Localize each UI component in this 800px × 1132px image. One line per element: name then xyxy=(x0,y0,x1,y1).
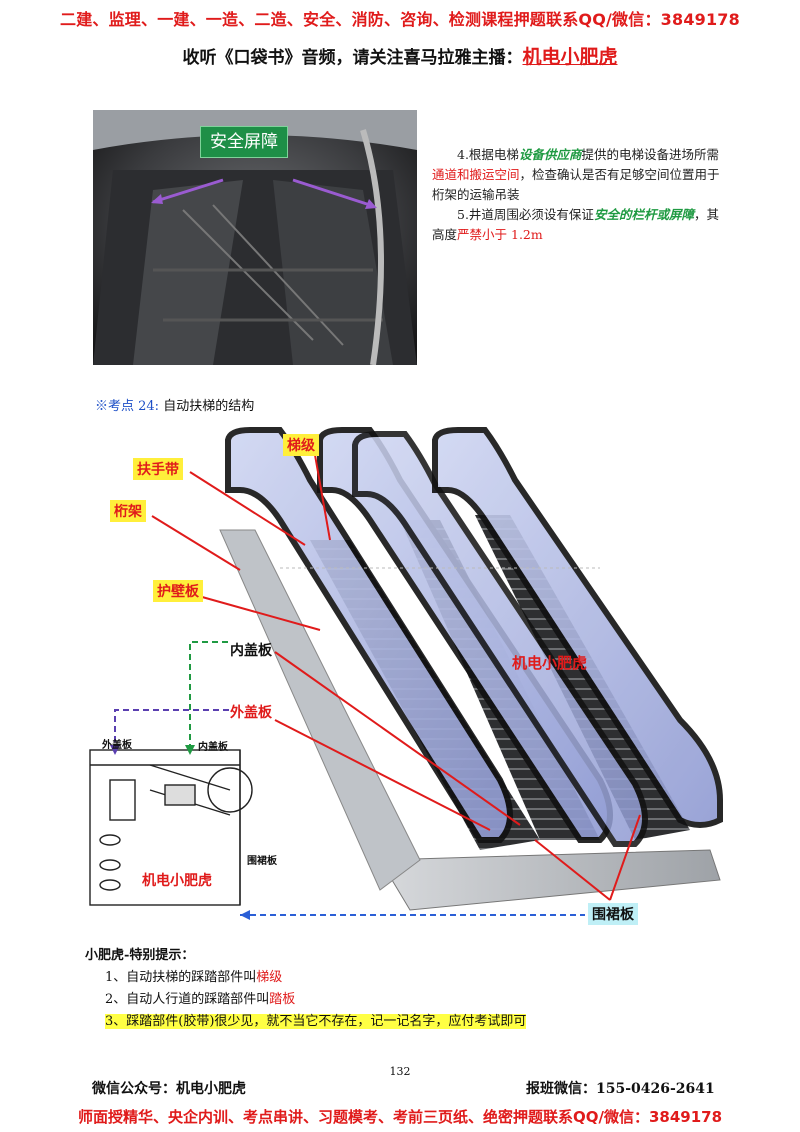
wechat-account: 微信公众号：机电小肥虎 xyxy=(92,1081,246,1097)
small-skirt: 围裙板 xyxy=(247,856,277,867)
small-inner-deck: 内盖板 xyxy=(198,742,228,753)
label-outer-deck: 外盖板 xyxy=(230,705,272,721)
page-number: 132 xyxy=(389,1065,411,1078)
special-tips: 小肥虎-特别提示： 1、自动扶梯的踩踏部件叫梯级 2、自动人行道的踩踏部件叫踏板… xyxy=(85,945,527,1033)
label-balustrade: 护壁板 xyxy=(153,580,203,602)
label-inner-deck: 内盖板 xyxy=(230,643,272,659)
note-item-4: 4.根据电梯设备供应商提供的电梯设备进场所需通道和搬运空间，检查确认是否有足够空… xyxy=(432,145,722,205)
note-item-5: 5.井道周围必须设有保证安全的栏杆或屏障，其高度严禁小于 1.2m xyxy=(432,205,722,245)
tips-title: 小肥虎-特别提示： xyxy=(85,948,195,963)
escalator-diagram: 扶手带 梯级 桁架 护壁板 内盖板 外盖板 围裙板 机电小肥虎 外盖板 内盖板 … xyxy=(80,420,740,940)
label-handrail: 扶手带 xyxy=(133,458,183,480)
install-notes: 4.根据电梯设备供应商提供的电梯设备进场所需通道和搬运空间，检查确认是否有足够空… xyxy=(432,145,722,245)
tip1-text: 1、自动扶梯的踩踏部件叫 xyxy=(105,970,257,985)
label-step: 梯级 xyxy=(283,434,319,456)
note4-path: 通道和搬运空间 xyxy=(432,167,520,182)
header-promo: 二建、监理、一建、一造、二造、安全、消防、咨询、检测课程押题联系QQ/微信：38… xyxy=(60,10,740,29)
header-listen: 收听《口袋书》音频，请关注喜马拉雅主播：机电小肥虎 xyxy=(0,42,800,69)
footer-promo: 师面授精华、央企内训、考点串讲、习题模考、考前三页纸、绝密押题联系QQ/微信：3… xyxy=(77,1108,723,1126)
diagram-watermark: 机电小肥虎 xyxy=(512,654,588,672)
tip2-text: 2、自动人行道的踩踏部件叫 xyxy=(105,992,270,1007)
tip-2: 2、自动人行道的踩踏部件叫踏板 xyxy=(85,989,526,1011)
note5-text-a: 5.井道周围必须设有保证 xyxy=(457,207,594,222)
note4-text-a: 4.根据电梯 xyxy=(457,147,519,162)
note5-limit: 严禁小于 1.2m xyxy=(457,227,543,242)
section-title: ※考点 24: 自动扶梯的结构 xyxy=(95,395,254,414)
note4-supplier: 设备供应商 xyxy=(518,147,582,162)
cross-section-drawing xyxy=(89,749,253,906)
tip3-text: 3、踩踏部件(胶带)很少见，就不当它不存在，记一记名字，应付考试即可 xyxy=(105,1014,527,1029)
note5-text-b: ，其高度 xyxy=(432,207,719,242)
tip1-term: 梯级 xyxy=(256,970,283,985)
tip-1: 1、自动扶梯的踩踏部件叫梯级 xyxy=(85,967,526,989)
section-title-text: 自动扶梯的结构 xyxy=(163,399,255,414)
note4-text-b: 提供的电梯设备进场所需 xyxy=(581,147,719,162)
tip2-term: 踏板 xyxy=(269,992,296,1007)
note5-barrier: 安全的栏杆或屏障 xyxy=(593,207,694,222)
tip-3: 3、踩踏部件(胶带)很少见，就不当它不存在，记一记名字，应付考试即可 xyxy=(85,1011,527,1033)
escalator-graphic xyxy=(89,427,723,920)
host-name-link[interactable]: 机电小肥虎 xyxy=(522,46,618,68)
note4-text-c: ，检查确认是否有足够空间位置用于桁架的运输吊装 xyxy=(432,167,720,202)
class-wechat: 报班微信：155-0426-2641 xyxy=(526,1081,715,1097)
small-outer-deck: 外盖板 xyxy=(102,740,132,751)
safety-barrier-label: 安全屏障 xyxy=(200,126,288,158)
section-mark: ※考点 24: xyxy=(95,399,160,414)
small-watermark: 机电小肥虎 xyxy=(142,873,212,889)
label-truss: 桁架 xyxy=(110,500,146,522)
label-skirt: 围裙板 xyxy=(588,903,638,925)
listen-prefix: 收听《口袋书》音频，请关注喜马拉雅主播： xyxy=(182,48,523,68)
